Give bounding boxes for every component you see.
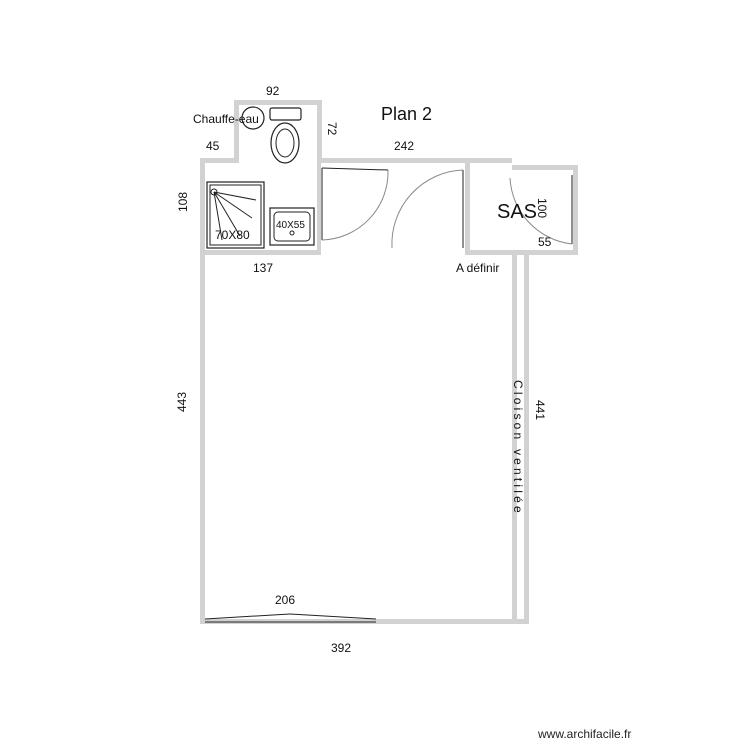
- wall-wc-top: [234, 100, 322, 105]
- label-shower-size: 70X80: [215, 228, 250, 242]
- wall-cloison: [524, 255, 529, 624]
- wall-corridor-top: [317, 158, 512, 163]
- wall-bath-bottom: [200, 250, 321, 255]
- wall-wc-right: [317, 100, 322, 162]
- walls: [200, 100, 578, 624]
- dim-bath-height: 108: [176, 192, 190, 212]
- wall-bath-top: [200, 158, 239, 163]
- wall-wc-left: [234, 100, 239, 162]
- wall-sas-right: [573, 165, 578, 255]
- dim-sas-depth: 100: [535, 198, 549, 218]
- window-bottom: [204, 613, 377, 623]
- door-sas: [509, 175, 573, 245]
- plan-title: Plan 2: [381, 104, 432, 124]
- dim-room-right: 441: [533, 400, 547, 420]
- wall-sas-top: [512, 165, 578, 170]
- wall-sas-bottom: [465, 250, 578, 255]
- watermark: www.archifacile.fr: [537, 727, 631, 741]
- wall-main-left: [200, 158, 205, 624]
- label-sas: SAS: [497, 201, 537, 223]
- door-bath: [321, 167, 389, 241]
- door-main: [391, 169, 464, 249]
- dim-bath-width: 137: [253, 261, 273, 275]
- dim-window: 206: [275, 593, 295, 607]
- wall-bath-partition: [317, 158, 321, 255]
- dim-wc-top: 92: [266, 84, 280, 98]
- wall-sas-left: [465, 163, 470, 255]
- dim-room-height: 443: [175, 392, 189, 412]
- dim-corridor: 242: [394, 139, 414, 153]
- shower-tray: [206, 181, 265, 249]
- dim-wc-left: 45: [206, 139, 220, 153]
- dim-sas-width: 55: [538, 235, 552, 249]
- label-sink-size: 40X55: [276, 220, 305, 231]
- label-a-definir: A définir: [456, 261, 499, 275]
- sink: [269, 207, 315, 246]
- label-cloison-ventilee: Cloison ventilée: [511, 380, 525, 516]
- label-chauffe-eau: Chauffe-eau: [193, 112, 259, 126]
- toilet: [269, 107, 302, 164]
- water-heater: [241, 106, 265, 130]
- dim-total-width: 392: [331, 641, 351, 655]
- dim-wc-right: 72: [325, 122, 339, 136]
- wall-main-right: [512, 250, 517, 624]
